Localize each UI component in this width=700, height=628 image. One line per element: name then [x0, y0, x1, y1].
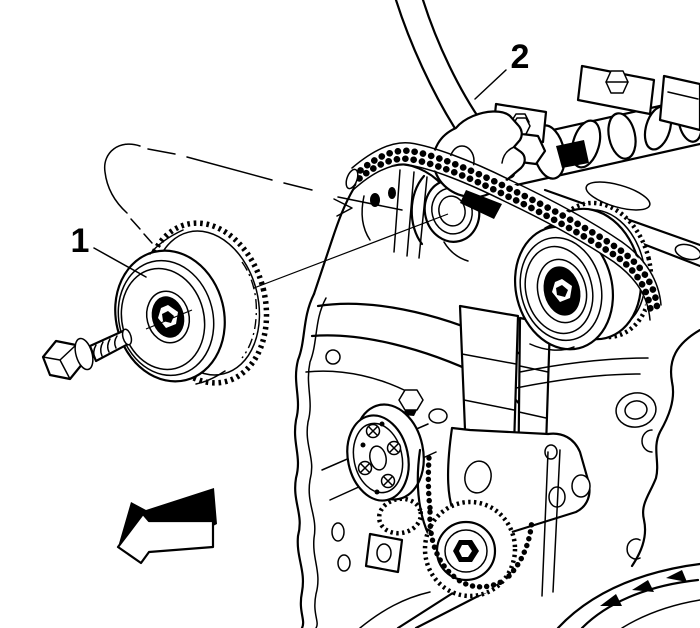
callout-1-label: 1: [71, 222, 90, 260]
bolt-hole-icon: [325, 349, 341, 365]
callouts: 1 2: [71, 38, 530, 278]
callout-2-leader: [474, 69, 507, 100]
chain-guide: [460, 190, 502, 219]
camshaft-actuator: [114, 220, 270, 386]
crankshaft-sprocket: [416, 448, 535, 599]
installation-path-dashes: [104, 143, 403, 244]
water-pump-pulley: [346, 403, 425, 536]
flywheel: [556, 562, 700, 628]
timing-chain: [345, 141, 666, 321]
flange-bolt-icon: [398, 389, 424, 411]
actuator-bolt: [41, 328, 133, 381]
direction-arrow-icon: [116, 488, 217, 565]
bolt-hole-icon: [337, 554, 351, 572]
bolt-hole-icon: [331, 522, 345, 542]
callout-2-label: 2: [511, 38, 530, 76]
alignment-centerline: [145, 213, 449, 330]
block-details: [398, 328, 700, 597]
bracket-arm: [364, 532, 404, 574]
callout-1-leader: [93, 247, 147, 278]
exhaust-camshaft-actuator: [513, 200, 654, 351]
